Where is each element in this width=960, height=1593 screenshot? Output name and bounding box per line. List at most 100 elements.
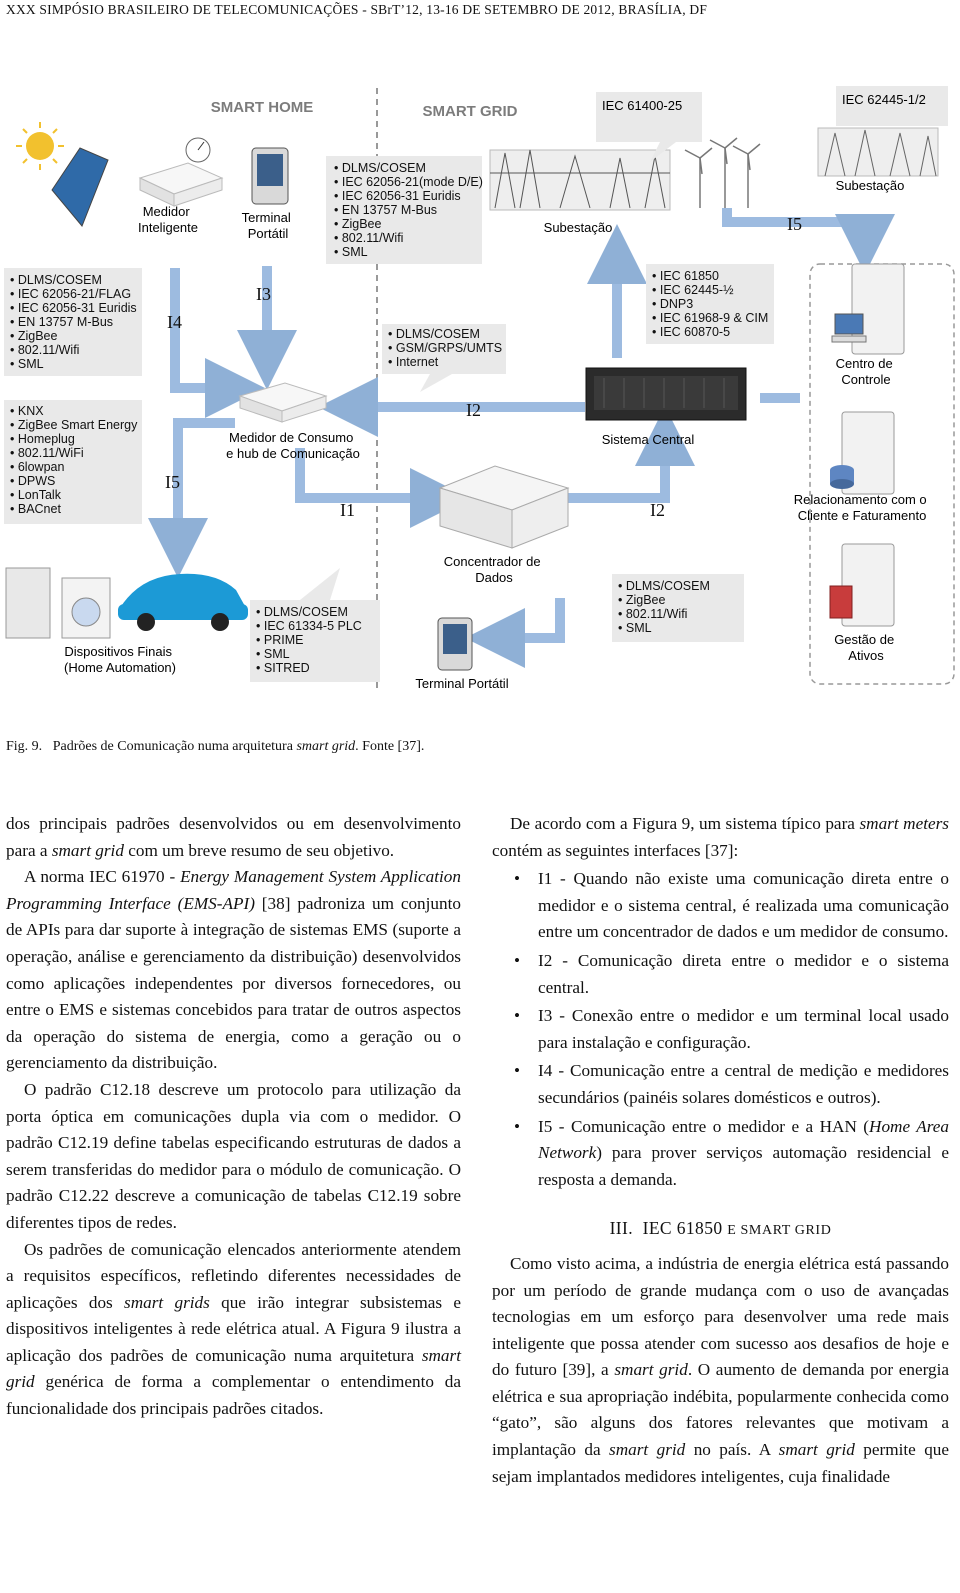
- arrow-i1: [295, 448, 470, 528]
- figure-9: SMART HOME SMART GRID I4 I3 I2 I5 I5 I1 …: [0, 78, 960, 718]
- callout-iec61400: IEC 61400-25: [596, 92, 702, 162]
- svg-text:• ZigBee: • ZigBee: [618, 593, 666, 607]
- callout-box-mid: • DLMS/COSEM • GSM/GRPS/UMTS • Internet: [382, 324, 506, 392]
- arrow-concentrador-terminal: [465, 598, 565, 668]
- label-i5-bottom: I5: [165, 472, 180, 492]
- data-concentrator-icon: [438, 465, 570, 549]
- subestacao-mid-label: Subestação: [544, 220, 613, 235]
- arrow-i5-top: [722, 208, 895, 274]
- label-i4: I4: [167, 312, 182, 332]
- svg-text:• IEC 62056-31 Euridis: • IEC 62056-31 Euridis: [10, 301, 137, 315]
- subestacao-right-label: Subestação: [836, 178, 905, 193]
- centro-controle-label: Centro de Controle: [836, 356, 897, 387]
- svg-text:• DLMS/COSEM: • DLMS/COSEM: [256, 605, 348, 619]
- list-item: •I2 - Comunicação direta entre o medidor…: [514, 950, 949, 997]
- svg-text:• 802.11/Wifi: • 802.11/Wifi: [10, 343, 79, 357]
- svg-text:• ZigBee: • ZigBee: [334, 217, 382, 231]
- callout-box-iec: • IEC 61850 • IEC 62445-½ • DNP3 • IEC 6…: [646, 264, 774, 344]
- svg-text:• SML: • SML: [334, 245, 368, 259]
- svg-text:• ZigBee: • ZigBee: [10, 329, 58, 343]
- architecture-diagram: SMART HOME SMART GRID I4 I3 I2 I5 I5 I1 …: [4, 86, 955, 691]
- central-system-icon: [585, 367, 747, 421]
- left-column: dos principais padrões desenvolvidos ou …: [6, 811, 461, 1423]
- paragraph-continuation: dos principais padrões desenvolvidos ou …: [6, 814, 461, 860]
- arrow-i2-bottom: [565, 406, 695, 503]
- car-icon: [118, 573, 248, 631]
- svg-text:• GSM/GRPS/UMTS: • GSM/GRPS/UMTS: [388, 341, 502, 355]
- wind-turbine-icon: [684, 137, 761, 208]
- svg-text:• IEC 62056-31 Euridis: • IEC 62056-31 Euridis: [334, 189, 461, 203]
- back-office-boundary: [809, 263, 955, 685]
- handheld-terminal-icon: [251, 147, 289, 205]
- svg-text:• DLMS/COSEM: • DLMS/COSEM: [388, 327, 480, 341]
- list-item: •I3 - Conexão entre o medidor e um termi…: [514, 1006, 949, 1052]
- arrow-i5-bottom: [148, 418, 235, 578]
- svg-text:• IEC 61850: • IEC 61850: [652, 269, 719, 283]
- figure-caption: Fig. 9. Padrões de Comunicação numa arqu…: [6, 739, 424, 755]
- svg-text:IEC 61400-25: IEC 61400-25: [602, 98, 682, 113]
- caption-text-after: . Fonte [37].: [355, 739, 425, 754]
- billing-server-icon: [830, 411, 895, 495]
- smart-grid-label: SMART GRID: [423, 103, 518, 120]
- label-i3: I3: [256, 284, 271, 304]
- svg-text:IEC 62445-1/2: IEC 62445-1/2: [842, 92, 926, 107]
- svg-text:• 802.11/Wifi: • 802.11/Wifi: [618, 607, 687, 621]
- svg-text:• Homeplug: • Homeplug: [10, 432, 75, 446]
- svg-text:• 802.11/WiFi: • 802.11/WiFi: [10, 446, 84, 460]
- svg-text:• DLMS/COSEM: • DLMS/COSEM: [10, 273, 102, 287]
- running-header: XXX SIMPÓSIO BRASILEIRO DE TELECOMUNICAÇ…: [6, 2, 708, 17]
- medidor-inteligente-label: Medidor Inteligente: [138, 204, 198, 235]
- paragraph-c12: O padrão C12.18 descreve um protocolo pa…: [6, 1079, 461, 1232]
- svg-text:• DPWS: • DPWS: [10, 474, 55, 488]
- label-i2-top: I2: [466, 400, 481, 420]
- svg-text:• 6lowpan: • 6lowpan: [10, 460, 64, 474]
- svg-text:• PRIME: • PRIME: [256, 633, 303, 647]
- paragraph-section-iii: Como visto acima, a indústria de energia…: [492, 1253, 950, 1486]
- control-center-icon: [831, 263, 905, 355]
- svg-text:• SITRED: • SITRED: [256, 661, 310, 675]
- interface-list: •I1 - Quando não existe uma comunicação …: [492, 866, 949, 1193]
- appliances-icon: [5, 567, 111, 639]
- solar-panel-icon: [16, 122, 109, 227]
- svg-text:• IEC 60870-5: • IEC 60870-5: [652, 325, 730, 339]
- concentrador-label: Concentrador de Dados: [444, 554, 544, 585]
- substation-icon: [489, 149, 671, 211]
- paragraph-padroes: Os padrões de comunicação elencados ante…: [6, 1239, 462, 1419]
- svg-text:• ZigBee Smart Energy: • ZigBee Smart Energy: [10, 418, 138, 432]
- paragraph-iec61970: A norma IEC 61970 - Energy Management Sy…: [6, 867, 461, 1073]
- svg-text:• EN 13757 M-Bus: • EN 13757 M-Bus: [10, 315, 113, 329]
- svg-text:• IEC 62445-½: • IEC 62445-½: [652, 283, 734, 297]
- arrow-i4: [170, 268, 265, 418]
- callout-box-top: • DLMS/COSEM • IEC 62056-21(mode D/E) • …: [326, 156, 483, 264]
- substation-right-icon: [817, 127, 939, 177]
- callout-box-right: • DLMS/COSEM • ZigBee • 802.11/Wifi • SM…: [612, 574, 744, 642]
- asset-management-icon: [829, 543, 895, 627]
- svg-text:• SML: • SML: [256, 647, 290, 661]
- svg-text:• DLMS/COSEM: • DLMS/COSEM: [334, 161, 426, 175]
- section-heading: III. IEC 61850 E SMART GRID: [609, 1218, 832, 1239]
- smart-meter-icon: [138, 137, 224, 207]
- label-i5-top: I5: [787, 214, 802, 234]
- terminal-portatil-bottom-label: Terminal Portátil: [415, 676, 508, 691]
- svg-text:• KNX: • KNX: [10, 404, 44, 418]
- svg-text:• SML: • SML: [10, 357, 44, 371]
- svg-text:• DLMS/COSEM: • DLMS/COSEM: [618, 579, 710, 593]
- terminal-portatil-label: Terminal Portátil: [242, 210, 295, 241]
- caption-text-before: Padrões de Comunicação numa arquitetura: [52, 739, 297, 754]
- caption-italic: smart grid: [296, 739, 356, 754]
- dispositivos-label: Dispositivos Finais (Home Automation): [64, 644, 176, 675]
- medidor-consumo-label: Medidor de Consumo e hub de Comunicação: [226, 430, 360, 461]
- svg-text:• SML: • SML: [618, 621, 652, 635]
- list-item: •I4 - Comunicação entre a central de med…: [514, 1061, 949, 1107]
- label-i1: I1: [340, 500, 355, 520]
- gestao-label: Gestão de Ativos: [834, 632, 898, 663]
- smart-home-label: SMART HOME: [211, 99, 314, 116]
- paragraph-interfaces-intro: De acordo com a Figura 9, um sistema típ…: [492, 814, 949, 860]
- svg-text:• EN 13757 M-Bus: • EN 13757 M-Bus: [334, 203, 437, 217]
- callout-box-plc: • DLMS/COSEM • IEC 61334-5 PLC • PRIME •…: [250, 568, 380, 682]
- handheld-terminal-bottom-icon: [437, 617, 473, 671]
- svg-text:• Internet: • Internet: [388, 355, 439, 369]
- svg-text:• IEC 61334-5 PLC: • IEC 61334-5 PLC: [256, 619, 362, 633]
- list-item: •I5 - Comunicação entre o medidor e a HA…: [514, 1116, 949, 1189]
- svg-text:• IEC 61968-9 & CIM: • IEC 61968-9 & CIM: [652, 311, 768, 325]
